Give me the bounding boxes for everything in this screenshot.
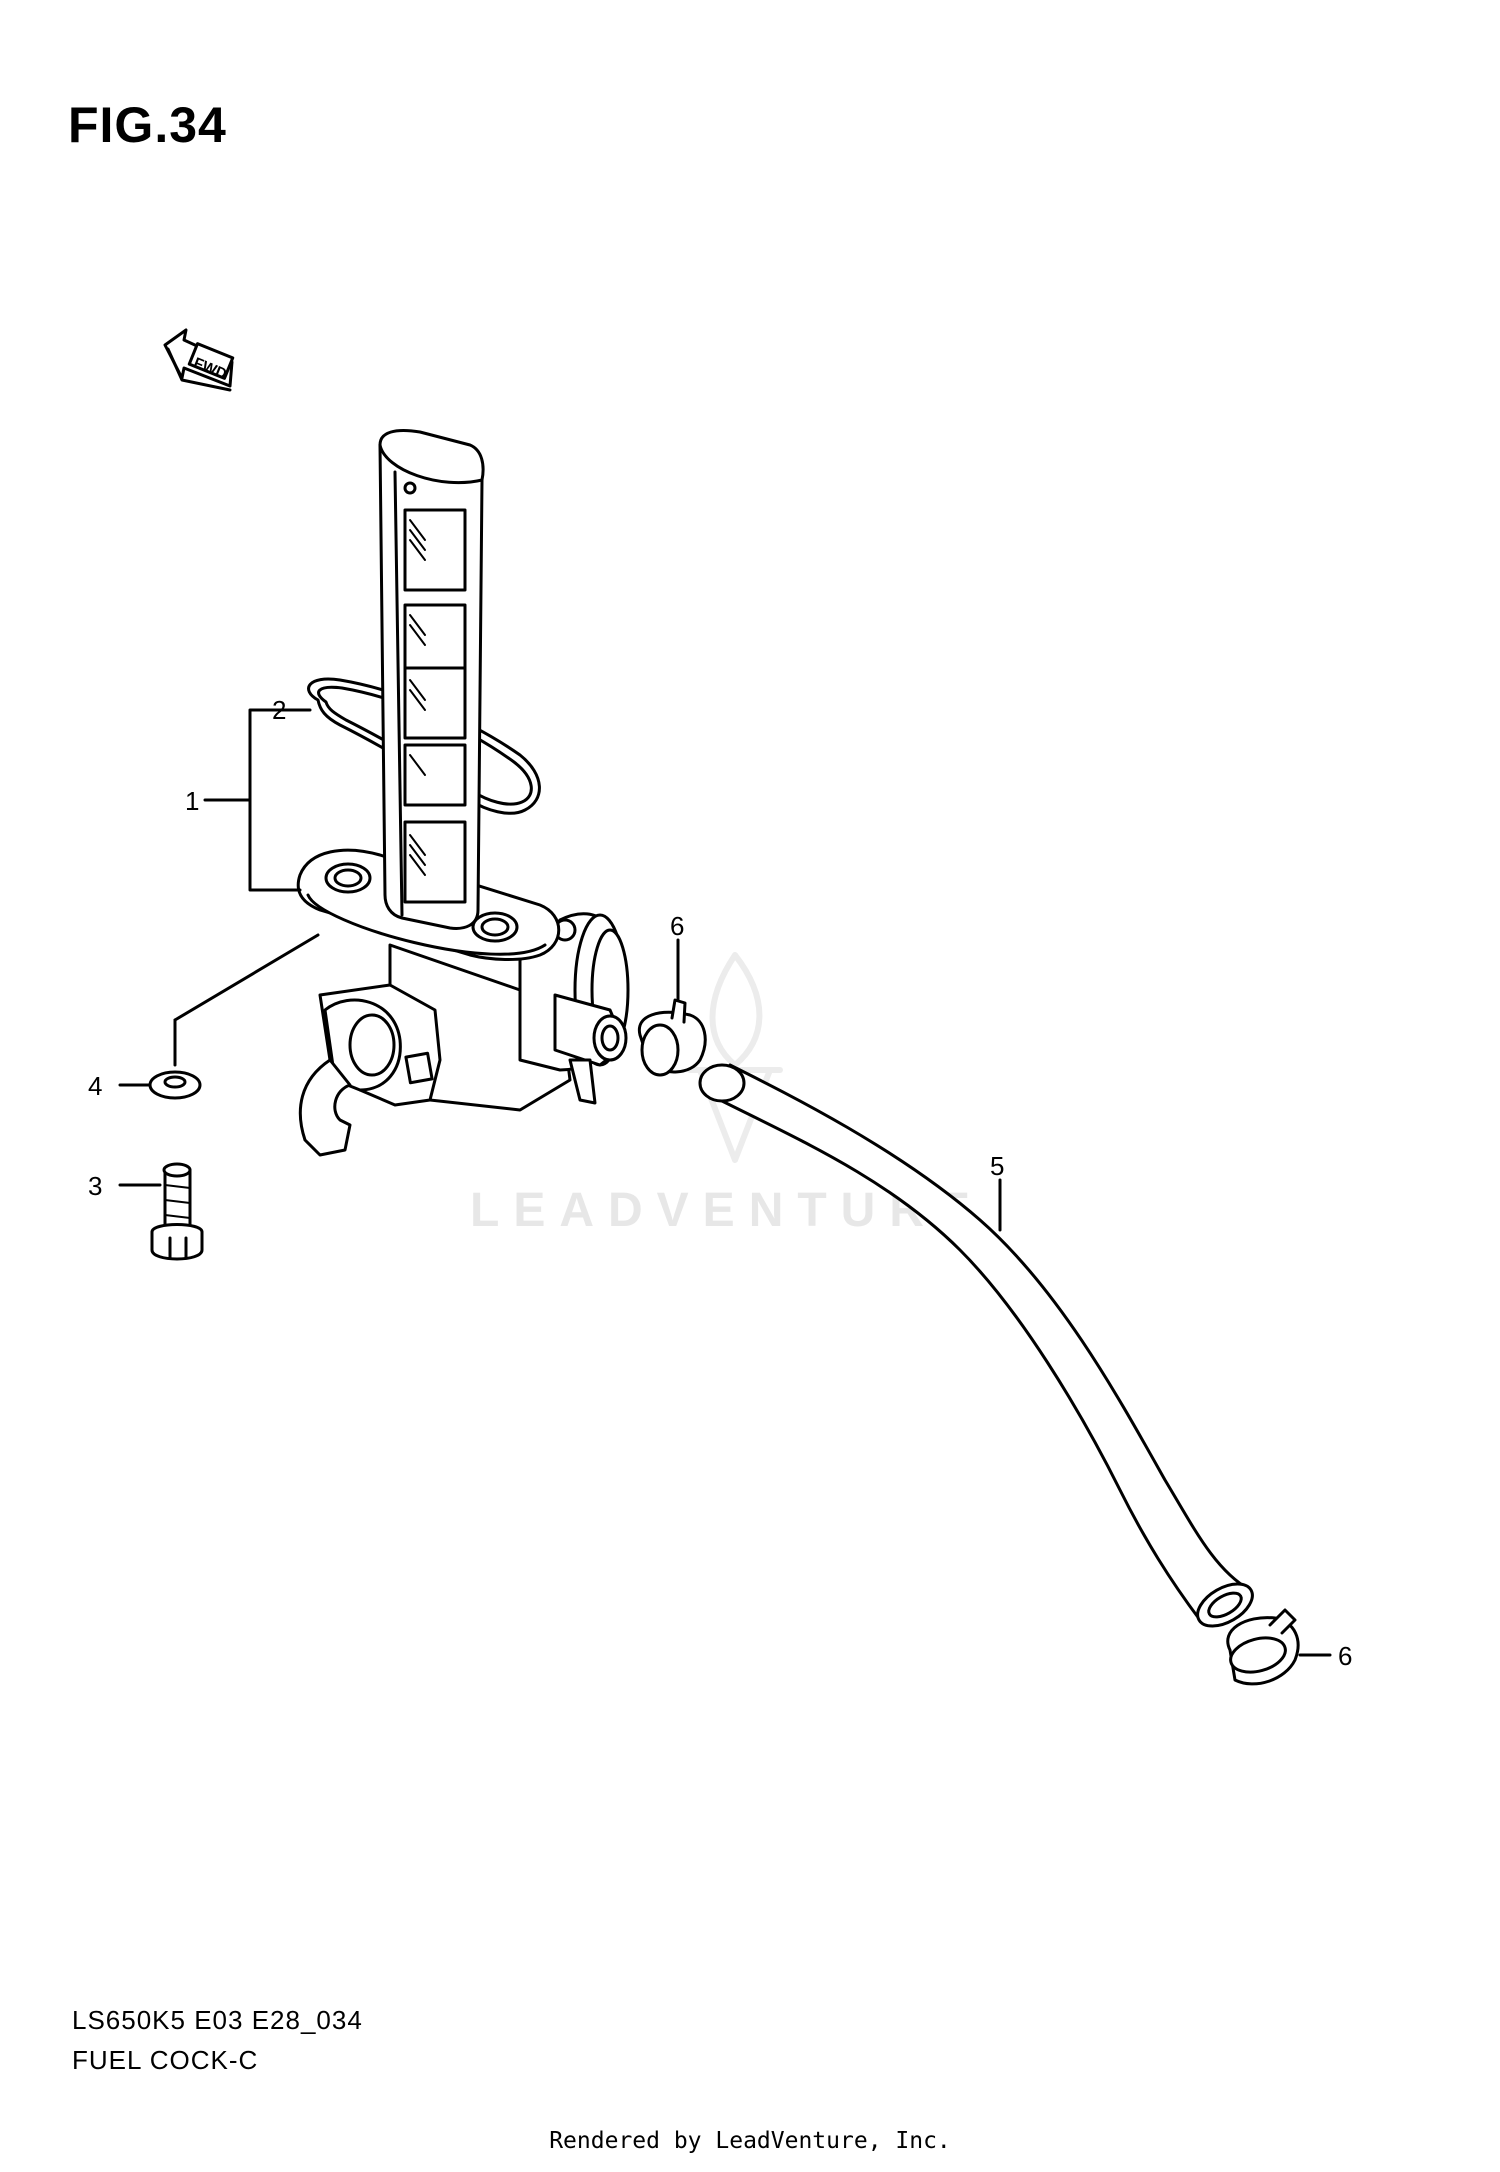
part-6-clamp-lower <box>1226 1608 1332 1686</box>
watermark-text: LEADVENTURE <box>470 1184 985 1237</box>
fwd-arrow-icon: FWD <box>163 328 235 392</box>
callout-labels: 1 2 3 4 5 6 6 <box>88 695 1352 1671</box>
watermark-logo <box>687 952 783 1163</box>
callout-6-upper: 6 <box>670 911 684 941</box>
part-6-clamp-upper <box>637 938 707 1077</box>
callout-4: 4 <box>88 1071 102 1101</box>
section-name: FUEL COCK-C <box>72 2045 259 2075</box>
part-5-fuel-hose <box>698 1063 1254 1628</box>
part-1-leader <box>203 708 312 892</box>
part-2-o-ring <box>307 677 541 815</box>
callout-3: 3 <box>88 1171 102 1201</box>
rendered-by-credit: Rendered by LeadVenture, Inc. <box>549 2128 951 2154</box>
model-code: LS650K5 E03 E28_034 <box>72 2005 363 2035</box>
callout-1: 1 <box>185 786 199 816</box>
callout-6-lower: 6 <box>1338 1641 1352 1671</box>
part-1-fuel-cock <box>296 429 630 1157</box>
part-4-washer <box>118 933 320 1100</box>
callout-5: 5 <box>990 1151 1004 1181</box>
part-3-bolt <box>118 1162 204 1261</box>
callout-2: 2 <box>272 695 286 725</box>
figure-title: FIG.34 <box>68 97 227 153</box>
